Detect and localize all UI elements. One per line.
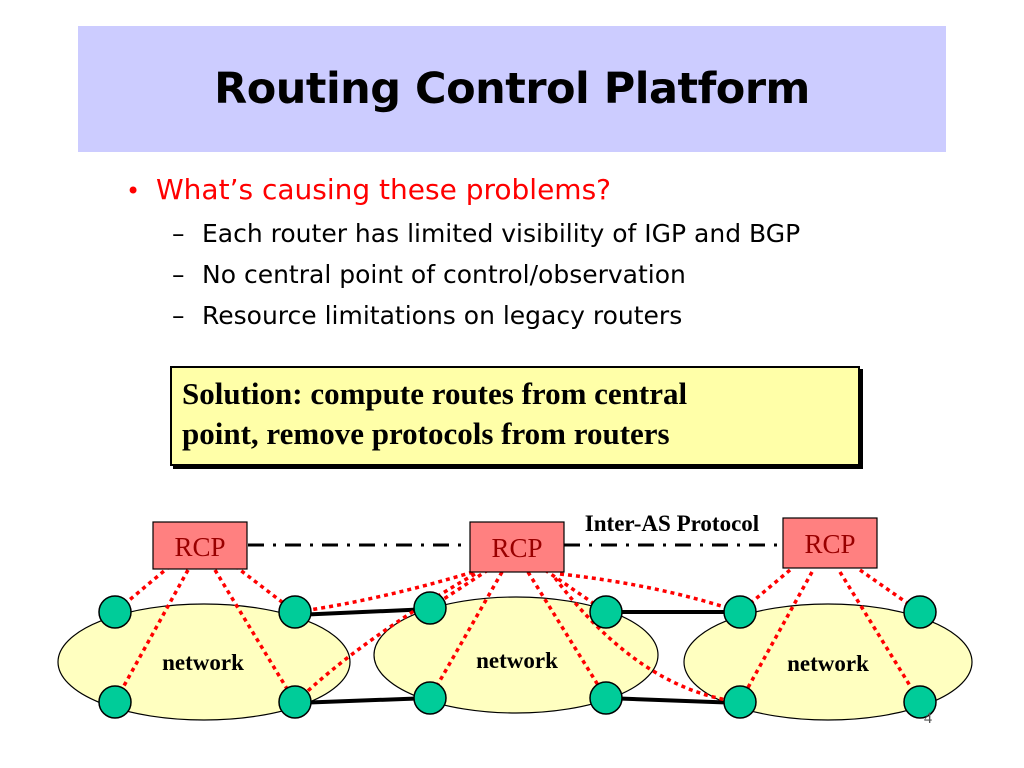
control-link: [838, 571, 922, 703]
sub-bullet-item: – Each router has limited visibility of …: [120, 213, 1000, 254]
router-node: [278, 595, 312, 629]
network-label: network: [787, 651, 869, 676]
rcp-label: RCP: [174, 532, 225, 562]
control-link: [738, 571, 814, 703]
sub-bullet-item: – Resource limitations on legacy routers: [120, 295, 1000, 336]
control-link: [213, 569, 297, 703]
sub-bullet-text: No central point of control/observation: [202, 260, 686, 289]
inter-as-protocol-label: Inter-AS Protocol: [585, 511, 759, 536]
control-link: [295, 570, 474, 614]
rcp-box: [152, 521, 248, 570]
bullet-marker: •: [126, 177, 141, 205]
inter-as-link: [295, 696, 431, 705]
inter-as-link: [605, 696, 741, 705]
control-link: [113, 569, 190, 703]
control-links: [113, 564, 922, 704]
router-node: [589, 681, 623, 715]
sub-bullet-marker: –: [172, 219, 185, 248]
inter-as-link: [295, 607, 431, 617]
rcp-label: RCP: [491, 533, 542, 563]
router-node: [723, 685, 757, 719]
router-node: [723, 595, 757, 629]
network-cloud: [373, 596, 659, 714]
control-link: [559, 572, 741, 614]
network-cloud: [57, 603, 351, 721]
network-cloud: [683, 603, 973, 721]
page-number: 4: [924, 710, 932, 727]
router-node: [98, 685, 132, 719]
control-link: [553, 576, 741, 704]
router-node: [589, 595, 623, 629]
bullet-text: What’s causing these problems?: [156, 173, 612, 206]
title-box: Routing Control Platform: [78, 26, 946, 152]
bullet-list: • What’s causing these problems? – Each …: [120, 168, 1000, 336]
router-node: [98, 595, 132, 629]
network-label: network: [476, 648, 558, 673]
sub-bullet-text: Resource limitations on legacy routers: [202, 301, 683, 330]
solution-callout: Solution: compute routes from central po…: [170, 366, 860, 466]
control-link: [428, 571, 504, 699]
rcp-label: RCP: [804, 529, 855, 559]
sub-bullet-marker: –: [172, 301, 185, 330]
sub-bullet-marker: –: [172, 260, 185, 289]
router-node: [413, 681, 447, 715]
router-node: [903, 685, 937, 719]
router-node: [413, 591, 447, 625]
sub-bullet-text: Each router has limited visibility of IG…: [202, 219, 801, 248]
router-node: [903, 595, 937, 629]
rcp-box: [469, 521, 565, 573]
control-link: [738, 568, 792, 614]
control-link: [526, 571, 608, 699]
control-link: [294, 572, 476, 704]
network-label: network: [162, 650, 244, 675]
bullet-item: • What’s causing these problems?: [120, 168, 1000, 213]
sub-bullet-item: – No central point of control/observatio…: [120, 254, 1000, 295]
router-node: [278, 685, 312, 719]
slide-title: Routing Control Platform: [214, 64, 810, 114]
rcp-box: [782, 517, 878, 569]
